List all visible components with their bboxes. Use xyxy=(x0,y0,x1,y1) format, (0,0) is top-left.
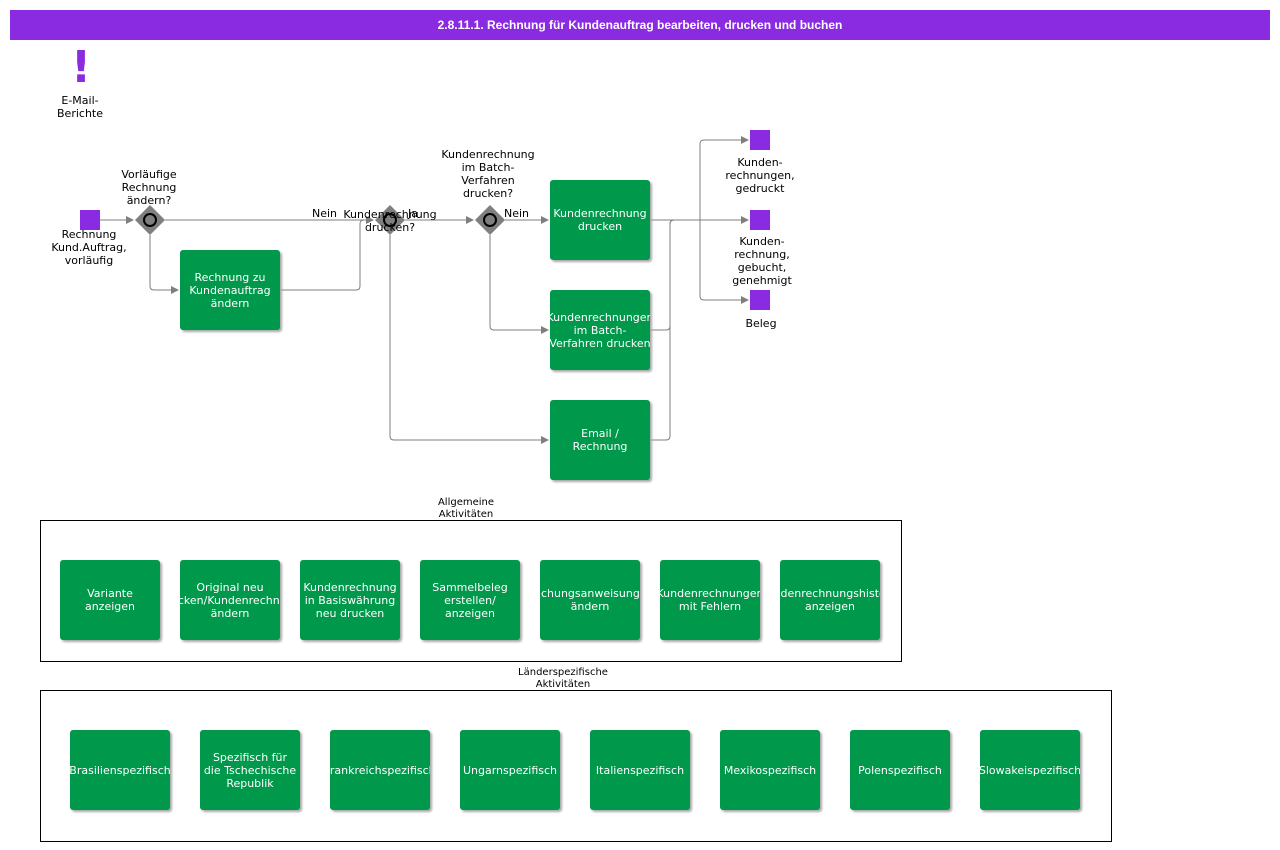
country-activities-group xyxy=(40,690,1112,842)
general-task[interactable]: Buchungsanweisungen ändern xyxy=(540,560,640,640)
country-task-label: Ungarnspezifisch xyxy=(462,763,558,777)
country-activities-title: Länderspezifische Aktivitäten xyxy=(518,667,608,689)
country-task-label: Brasilienspezifisch xyxy=(70,763,170,777)
general-task[interactable]: Sammelbeleg erstellen/ anzeigen xyxy=(420,560,520,640)
country-task-label: Spezifisch für die Tschechische Republik xyxy=(203,750,297,790)
country-task[interactable]: Brasilienspezifisch xyxy=(70,730,170,810)
task-print-invoice-label: Kundenrechnung drucken xyxy=(553,207,647,233)
country-task-label: Mexikospezifisch xyxy=(723,763,817,777)
flow-label-no-1: Nein xyxy=(312,207,338,220)
flow-no-to-email xyxy=(389,235,549,444)
flow-batch-task-merge xyxy=(650,219,700,331)
flow-to-printed xyxy=(699,136,749,220)
gateway-batch-label: Kundenrechnung im Batch- Verfahren druck… xyxy=(441,148,535,200)
general-task[interactable]: Kundenrechnung in Basiswährung neu druck… xyxy=(300,560,400,640)
country-task[interactable]: Frankreichspezifisch xyxy=(330,730,430,810)
flow-yes-to-batch-task xyxy=(489,235,549,334)
task-change-invoice[interactable]: Rechnung zu Kundenauftrag ändern xyxy=(180,250,280,330)
task-change-invoice-label: Rechnung zu Kundenauftrag ändern xyxy=(189,270,271,310)
general-task-label: Sammelbeleg erstellen/ anzeigen xyxy=(432,580,508,620)
general-task[interactable]: Variante anzeigen xyxy=(60,560,160,640)
gateway-change[interactable] xyxy=(135,205,165,235)
flow-label-yes: Ja xyxy=(408,207,418,220)
gateway-batch[interactable] xyxy=(475,205,505,235)
end-event-posted[interactable] xyxy=(750,210,770,230)
end-event-printed-label: Kunden- rechnungen, gedruckt xyxy=(725,156,795,195)
task-batch-print[interactable]: Kundenrechnungen im Batch- Verfahren dru… xyxy=(550,290,650,370)
gateway-print[interactable] xyxy=(375,205,405,235)
general-task-label: Kundenrechnungshistorie anzeigen xyxy=(780,587,880,613)
country-task-label: Italienspezifisch xyxy=(595,763,685,777)
end-event-voucher-label: Beleg xyxy=(745,317,777,330)
gateway-print-label: Kundenrechnung drucken? xyxy=(343,208,437,234)
general-task-label: Variante anzeigen xyxy=(84,587,136,613)
flow-label-no-2: Nein xyxy=(504,207,530,220)
end-event-posted-label: Kunden- rechnung, gebucht, genehmigt xyxy=(732,235,792,287)
gateway-change-label: Vorläufige Rechnung ändern? xyxy=(121,168,177,207)
country-task[interactable]: Spezifisch für die Tschechische Republik xyxy=(200,730,300,810)
country-task[interactable]: Mexikospezifisch xyxy=(720,730,820,810)
exclamation-icon: ! xyxy=(71,42,92,93)
flow-yes-to-change-task xyxy=(149,235,179,294)
diagram-title: 2.8.11.1. Rechnung für Kundenauftrag bea… xyxy=(10,10,1270,40)
country-task[interactable]: Italienspezifisch xyxy=(590,730,690,810)
task-batch-print-label: Kundenrechnungen im Batch- Verfahren dru… xyxy=(550,310,650,350)
end-event-printed[interactable] xyxy=(750,130,770,150)
general-task-label: Kundenrechnung in Basiswährung neu druck… xyxy=(303,580,397,620)
country-task[interactable]: Slowakeispezifisch xyxy=(980,730,1080,810)
start-event-label: Rechnung Kund.Auftrag, vorläufig xyxy=(51,228,127,267)
task-email-invoice-label: Email / Rechnung xyxy=(572,427,628,453)
general-task-label: Kundenrechnungen mit Fehlern xyxy=(660,587,760,613)
country-task-label: Slowakeispezifisch xyxy=(980,763,1080,777)
general-activities-group xyxy=(40,520,902,662)
general-activities-title: Allgemeine Aktivitäten xyxy=(437,497,495,519)
country-task-label: Frankreichspezifisch xyxy=(330,763,430,777)
end-event-voucher[interactable] xyxy=(750,290,770,310)
email-reports-label: E-Mail- Berichte xyxy=(57,94,103,120)
general-task[interactable]: Kundenrechnungen mit Fehlern xyxy=(660,560,760,640)
general-task-label: Original neu drucken/Kundenrechnung ände… xyxy=(180,580,280,620)
country-task[interactable]: Ungarnspezifisch xyxy=(460,730,560,810)
flow-email-merge xyxy=(650,219,675,441)
general-task-label: Buchungsanweisungen ändern xyxy=(540,587,640,613)
country-task-label: Polenspezifisch xyxy=(858,763,942,777)
start-event[interactable] xyxy=(80,210,100,230)
task-email-invoice[interactable]: Email / Rechnung xyxy=(550,400,650,480)
general-task[interactable]: Kundenrechnungshistorie anzeigen xyxy=(780,560,880,640)
country-task[interactable]: Polenspezifisch xyxy=(850,730,950,810)
flow-change-task-to-print-gateway xyxy=(280,219,373,291)
general-task[interactable]: Original neu drucken/Kundenrechnung ände… xyxy=(180,560,280,640)
task-print-invoice[interactable]: Kundenrechnung drucken xyxy=(550,180,650,260)
flow-to-voucher xyxy=(699,220,749,304)
